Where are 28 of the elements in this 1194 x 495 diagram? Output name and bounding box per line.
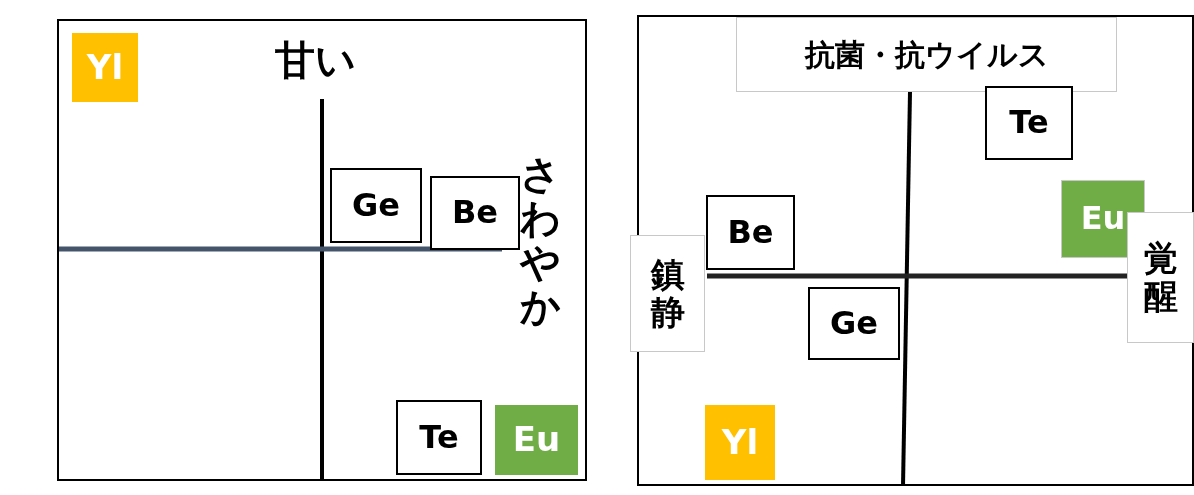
axis-label: さわやか — [520, 152, 560, 328]
text-tag — [736, 17, 1117, 92]
tag-text: Eu — [512, 421, 561, 459]
text-tag — [430, 176, 520, 250]
tag-text: Be — [727, 214, 774, 251]
axis-label: 鎮静 — [650, 256, 685, 331]
tag-text: Te — [419, 419, 459, 456]
tag-text: Yl — [721, 423, 759, 462]
text-tag — [630, 235, 705, 352]
chart-frame — [637, 15, 1194, 486]
tag-text: 抗菌・抗ウイルス — [804, 38, 1049, 71]
tag-text: Be — [451, 195, 499, 231]
text-tag — [706, 195, 795, 270]
tag-text: Yl — [86, 48, 124, 87]
chart-frame — [57, 19, 587, 481]
axis-label: 甘い — [275, 38, 356, 82]
color-tag — [705, 405, 775, 480]
tag-text: Ge — [830, 305, 878, 342]
tag-text: Eu — [1080, 201, 1126, 237]
axis-label: 覚醒 — [1143, 240, 1178, 315]
tag-text: Ge — [352, 187, 400, 224]
color-tag — [72, 33, 138, 102]
text-tag — [808, 287, 900, 360]
tag-text: Te — [1009, 105, 1049, 141]
text-tag — [985, 86, 1073, 160]
color-tag — [495, 405, 578, 475]
text-tag — [330, 168, 422, 243]
text-tag — [396, 400, 482, 475]
